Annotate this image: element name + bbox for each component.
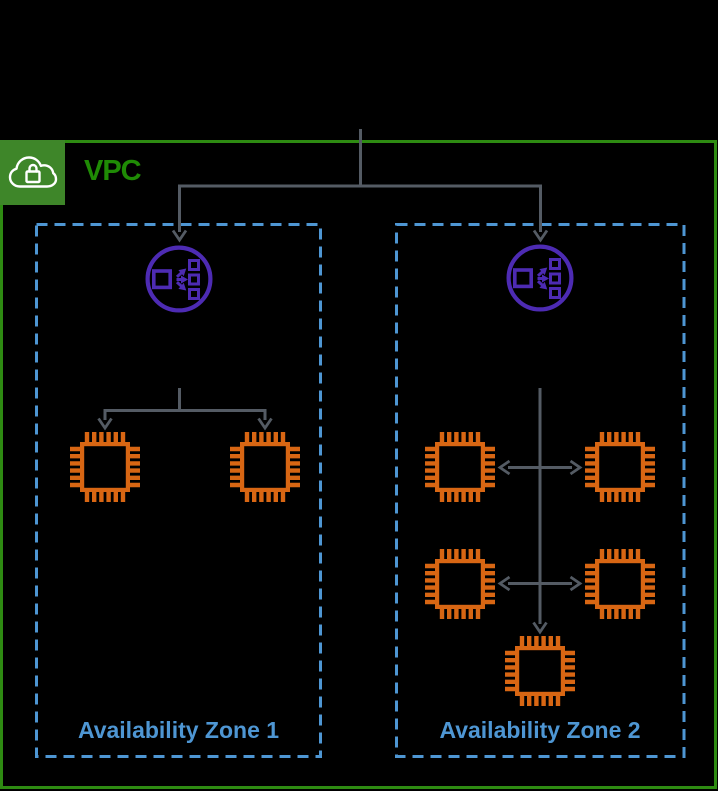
availability-zone-2: Availability Zone 2 — [395, 223, 685, 757]
ec2-instance-icon — [423, 547, 497, 621]
az2-label: Availability Zone 2 — [439, 717, 641, 743]
az1-label: Availability Zone 1 — [77, 717, 280, 743]
vpc-label: VPC — [84, 155, 142, 187]
az2-border — [395, 223, 686, 758]
load-balancer-icon — [143, 243, 215, 315]
ec2-instance-icon — [583, 430, 657, 504]
load-balancer-icon — [504, 242, 576, 314]
vpc-icon — [0, 140, 65, 205]
availability-zone-1: Availability Zone 1 — [35, 223, 322, 757]
ec2-instance-icon — [583, 547, 657, 621]
traffic-connectors — [97, 129, 583, 635]
ec2-instance-icon — [423, 430, 497, 504]
cloud-lock-icon — [8, 155, 57, 188]
az1-border — [35, 223, 322, 758]
ec2-instance-icon — [68, 430, 142, 504]
ec2-instance-icon — [503, 634, 577, 708]
ec2-instance-icon — [228, 430, 302, 504]
vpc-border — [0, 140, 717, 789]
